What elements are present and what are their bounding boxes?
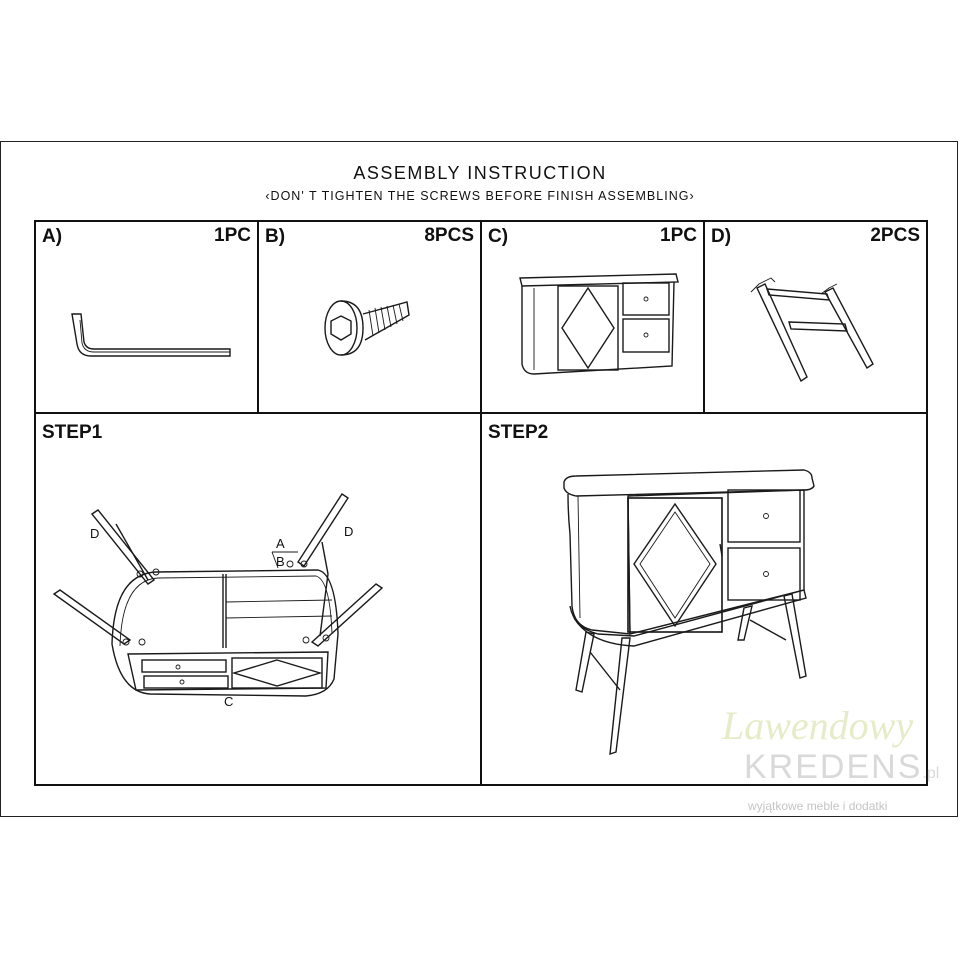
part-quantity: 1PC — [214, 225, 251, 246]
part-cell-b: B) 8PCS — [257, 220, 482, 414]
leg-d-left-front — [90, 509, 156, 585]
part-label: D) — [711, 226, 732, 247]
leg-front-right — [783, 593, 807, 679]
allen-key-icon — [71, 313, 231, 357]
leg-frame-icon — [750, 277, 874, 383]
part-cell-d: D) 2PCS — [703, 220, 928, 414]
instruction-sheet — [0, 141, 958, 817]
watermark-brand-name: KREDENS — [744, 748, 923, 786]
page-subtitle: ‹DON' T TIGHTEN THE SCREWS BEFORE FINISH… — [265, 189, 695, 203]
cabinet-icon — [519, 273, 679, 375]
step-label: STEP2 — [488, 422, 549, 443]
part-quantity: 1PC — [660, 225, 697, 246]
callout-d-right: D — [344, 524, 353, 539]
drawer-top — [727, 489, 801, 543]
cabinet-top — [563, 469, 815, 497]
door-front — [231, 657, 323, 689]
drawer-bottom — [727, 547, 801, 601]
drawer-knob — [763, 571, 769, 577]
step-cell-2: STEP2 — [480, 412, 928, 786]
part-cell-c: C) 1PC — [480, 220, 705, 414]
leg-d-left-back — [52, 589, 132, 645]
callout-d-left: D — [90, 526, 99, 541]
leg-d-right-front — [297, 493, 349, 567]
watermark-brand: KREDENS.pl — [744, 748, 939, 787]
step2-illustration — [563, 469, 815, 756]
leg-d-right-back — [310, 583, 384, 647]
leg-back-right — [737, 605, 753, 641]
part-label: C) — [488, 226, 509, 247]
drawer-front — [143, 675, 229, 689]
step-label: STEP1 — [42, 422, 103, 443]
page-title: ASSEMBLY INSTRUCTION — [353, 163, 607, 183]
part-label: A) — [42, 226, 63, 247]
mesh-door — [627, 497, 723, 633]
watermark-script: Lawendowy — [722, 703, 914, 748]
cabinet-top-outline — [111, 569, 339, 697]
part-cell-a: A) 1PC — [34, 220, 259, 414]
step-cell-1: STEP1 D D — [34, 412, 482, 786]
part-label: B) — [265, 226, 286, 247]
leg-front-left — [609, 637, 631, 756]
watermark-tagline: wyjątkowe meble i dodatki — [748, 799, 888, 813]
step1-illustration: D D A B C — [52, 493, 384, 709]
callout-b: B — [276, 554, 285, 569]
part-quantity: 2PCS — [870, 225, 920, 246]
watermark-tld: .pl — [922, 765, 940, 782]
callout-c: C — [224, 694, 233, 709]
callout-a: A — [276, 536, 285, 551]
part-quantity: 8PCS — [424, 225, 474, 246]
drawer-knob — [763, 513, 769, 519]
drawer-front — [141, 659, 227, 673]
screw-icon — [324, 300, 410, 356]
cabinet-side — [567, 493, 631, 635]
leg-back-left — [575, 631, 595, 693]
